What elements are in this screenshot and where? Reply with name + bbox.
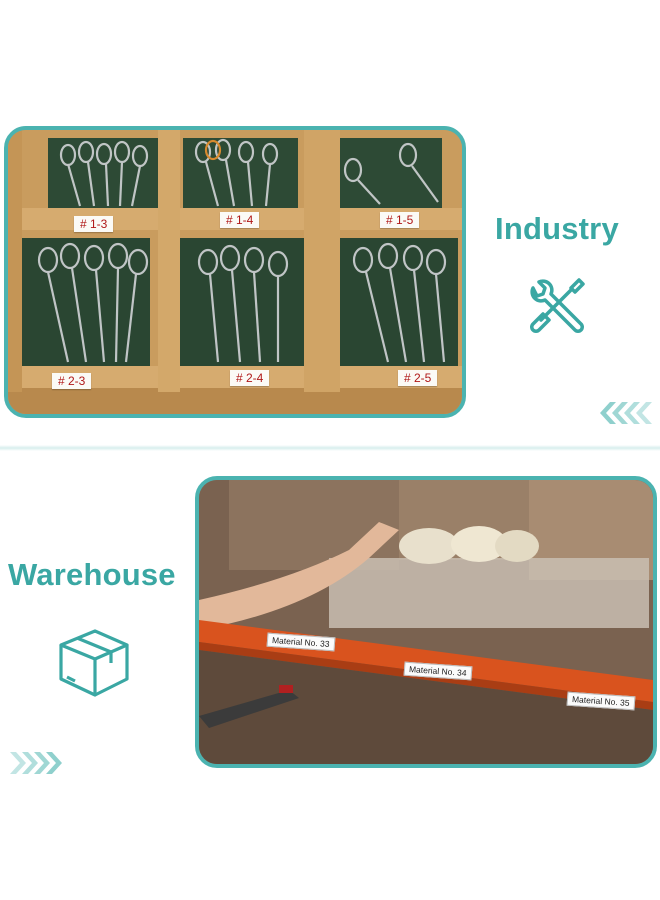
bin-label: # 1-3 <box>74 216 114 232</box>
bin-label: # 1-5 <box>380 212 420 228</box>
warehouse-photo: Material No. 33 Material No. 34 Material… <box>195 476 657 768</box>
bin-label: # 2-5 <box>398 370 438 386</box>
industry-photo: # 1-3 # 1-4 # 1-5 # 2-3 # 2-4 # 2-5 <box>4 126 466 418</box>
bin-label: # 2-3 <box>52 373 92 389</box>
chevrons-left-icon <box>600 402 656 424</box>
industry-title: Industry <box>495 211 619 246</box>
section-divider <box>0 445 660 451</box>
bin-label: # 1-4 <box>220 212 260 228</box>
scissors-bins-illustration <box>8 130 462 414</box>
warehouse-title: Warehouse <box>8 557 176 592</box>
warehouse-shelf-illustration <box>199 480 653 764</box>
wrench-screwdriver-icon <box>523 274 589 340</box>
box-icon <box>55 623 133 699</box>
chevrons-right-icon <box>6 752 62 774</box>
bin-label: # 2-4 <box>230 370 270 386</box>
